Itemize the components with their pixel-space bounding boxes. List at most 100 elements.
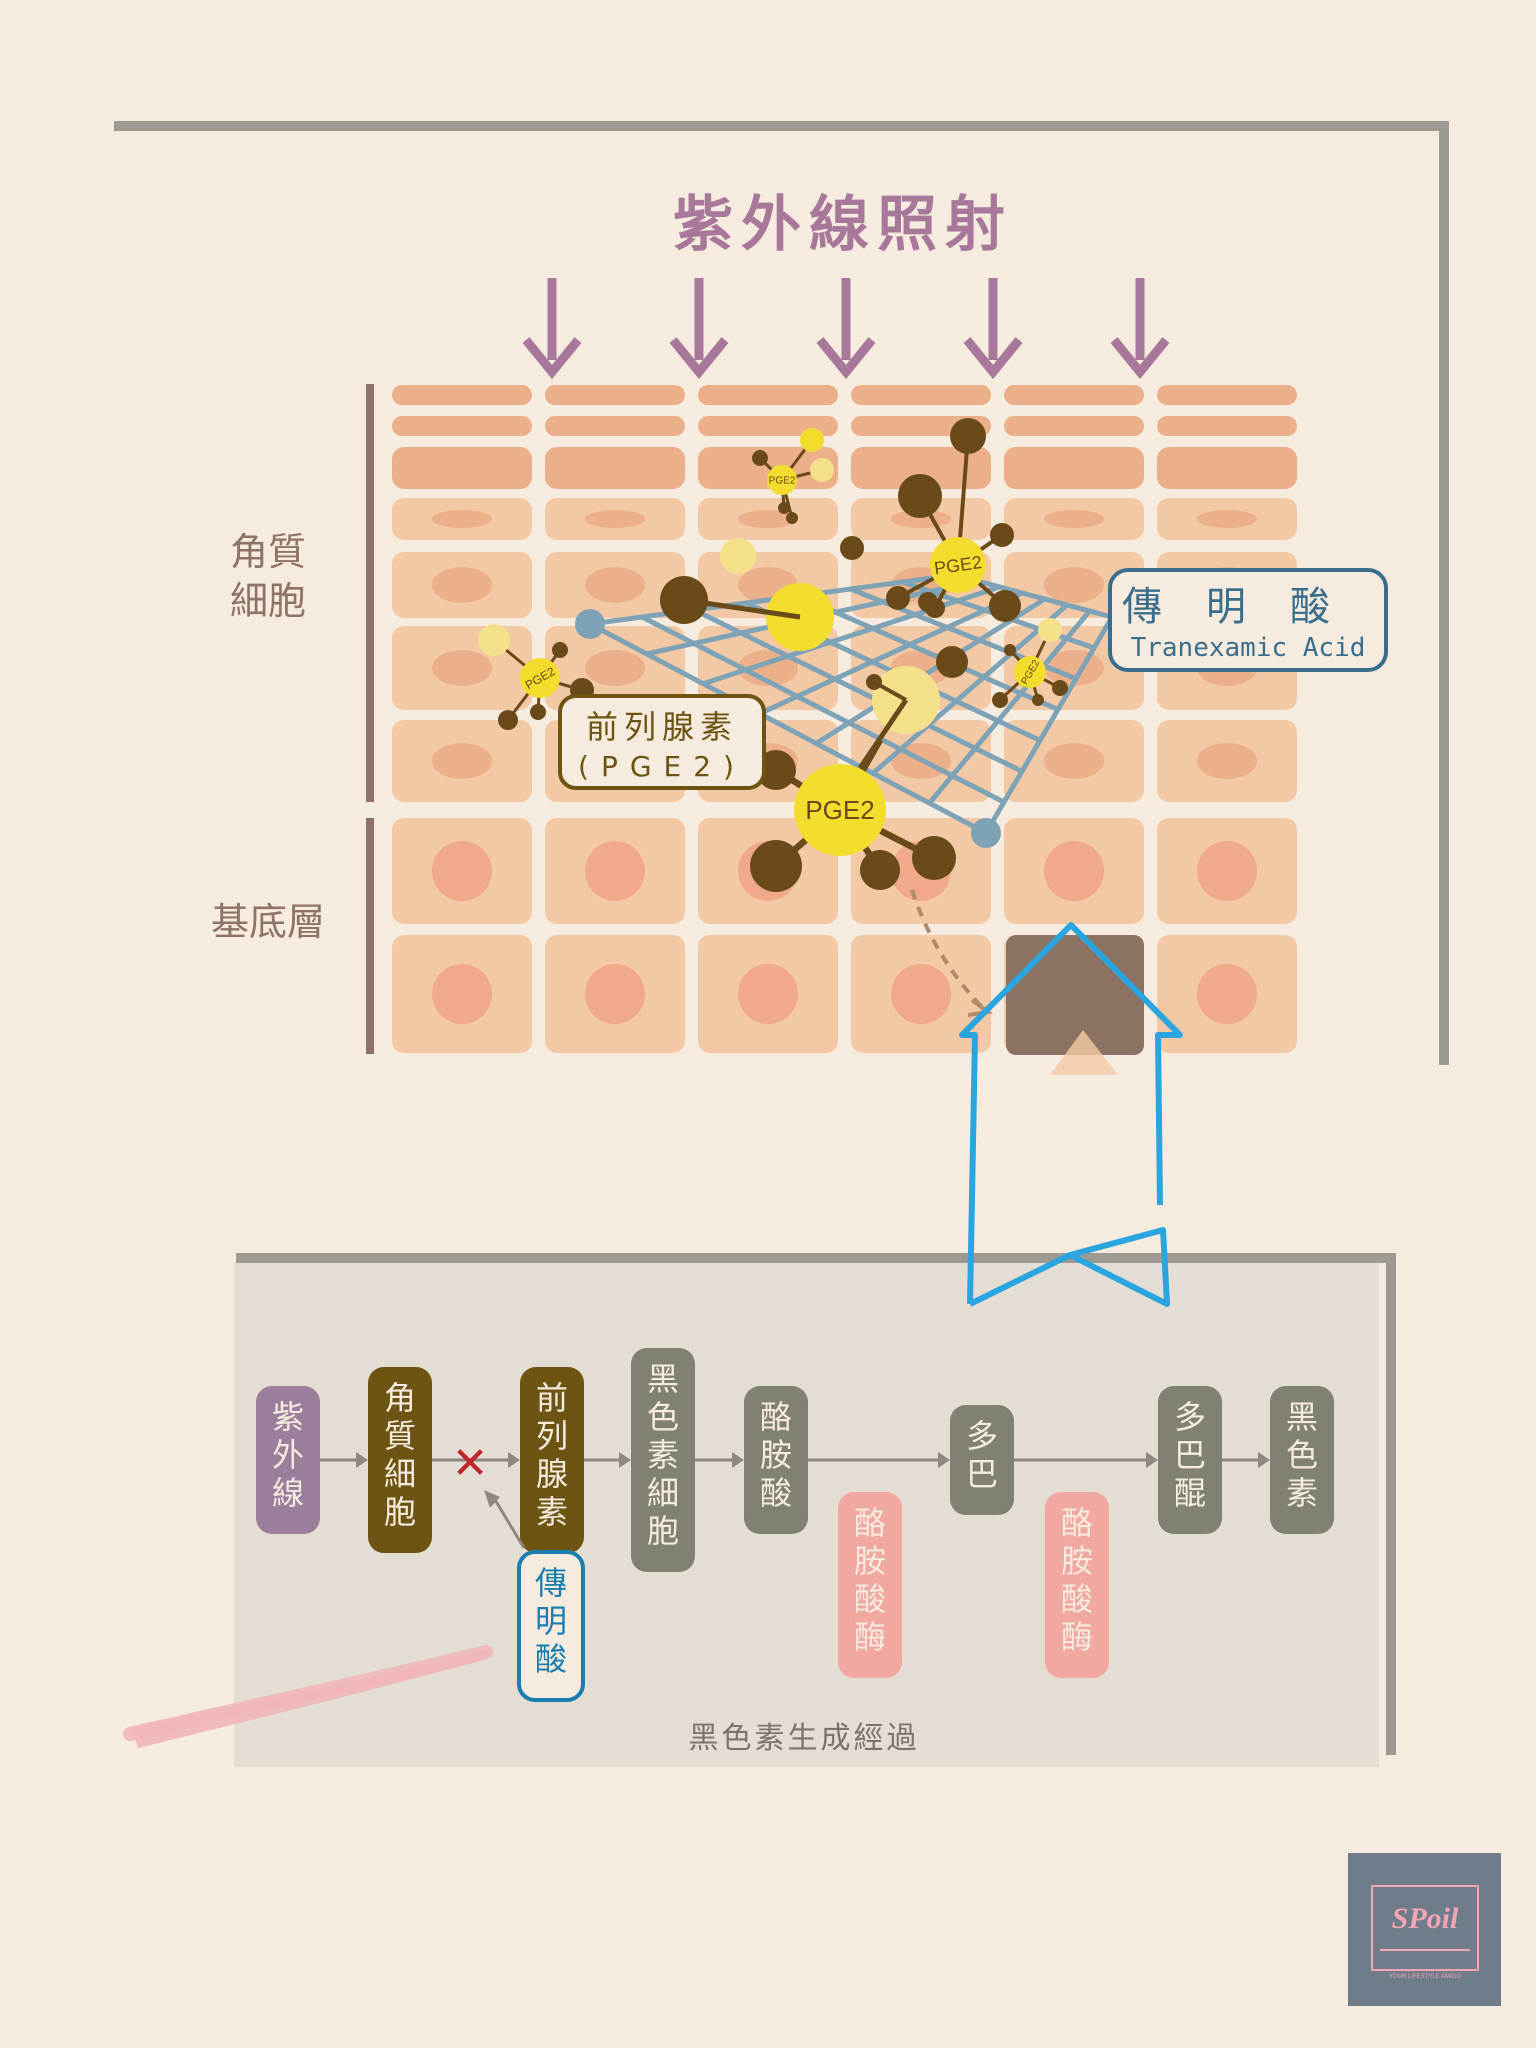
flow-node-dopa-label-char: 多: [966, 1417, 998, 1455]
pink-brush-stroke-core: [123, 1645, 493, 1741]
spoil-logo-text: SPoil: [1392, 1902, 1459, 1935]
molecule-atom: [800, 428, 824, 452]
molecule-core: [767, 465, 797, 495]
flow-node-melanin-label-char: 黑: [1286, 1398, 1318, 1436]
cell-nucleus: [1044, 841, 1104, 901]
stratum-corneum-layer: [698, 416, 838, 436]
cell-nucleus: [432, 743, 492, 779]
molecule-core: [794, 764, 886, 856]
flow-caption: 黑色素生成經過: [689, 1721, 920, 1756]
flow-node-keratinocyte-label-char: 細: [384, 1455, 416, 1493]
flow-node-uv-label-char: 外: [272, 1436, 304, 1474]
molecule-label: PGE2: [805, 795, 874, 825]
molecule-atom: [720, 538, 756, 574]
cell-nucleus: [891, 964, 951, 1024]
flow-node-melanocyte-label-char: 素: [647, 1436, 679, 1474]
flow-arrow-head: [732, 1452, 744, 1468]
pge2-callout-title: 前列腺素: [586, 708, 738, 746]
upper-frame: [114, 121, 1449, 1065]
cell-nucleus: [1197, 510, 1257, 528]
molecule-core: [930, 537, 986, 593]
cell-nucleus: [1197, 841, 1257, 901]
enzyme-label-1-char: 酪: [854, 1504, 886, 1542]
molecule-atom: [752, 450, 768, 466]
net-anchor: [575, 609, 605, 639]
basal-layer-label: 基底層: [211, 900, 325, 944]
molecule-atom: [750, 840, 802, 892]
highlight-arrow: [959, 922, 1183, 1307]
enzyme-box-2: [1045, 1492, 1109, 1678]
net-anchor: [971, 818, 1001, 848]
flow-node-pge2-label-char: 腺: [536, 1455, 568, 1493]
molecule-atom: [918, 592, 938, 612]
stratum-corneum-layer: [698, 385, 838, 405]
melanocyte-notch: [1050, 1030, 1118, 1075]
stratum-corneum-layer: [1157, 447, 1297, 489]
molecule-atom: [990, 523, 1014, 547]
flow-node-melanin-label-char: 色: [1286, 1436, 1318, 1474]
flow-node-uv-label-char: 紫: [272, 1398, 304, 1436]
pge2-callout-box: [558, 694, 766, 790]
flow-node-dopa-label: 多巴: [966, 1417, 998, 1493]
stratum-corneum-layer: [392, 447, 532, 489]
flow-arrow-head: [938, 1452, 950, 1468]
inhibitor-label-char: 傳: [535, 1564, 567, 1602]
enzyme-label-2-char: 酸: [1061, 1580, 1093, 1618]
flow-node-melanocyte-label-char: 色: [647, 1398, 679, 1436]
flow-arrow-head: [619, 1452, 631, 1468]
flow-panel-frame: [236, 1253, 1396, 1755]
molecule-atom: [530, 704, 546, 720]
flow-node-tyrosine-label-char: 酪: [760, 1398, 792, 1436]
uv-arrow-head: [963, 337, 1023, 380]
stratum-corneum-layer: [1004, 416, 1144, 436]
cell-nucleus: [585, 567, 645, 603]
spoil-logo-tagline: YOUR LIFESTYLE AMIGO: [1389, 1974, 1461, 1980]
keratinocyte-bracket: [366, 384, 374, 802]
flow-node-melanin-label-char: 素: [1286, 1474, 1318, 1512]
flow-node-tyrosine-label: 酪胺酸: [760, 1398, 792, 1512]
flow-node-keratinocyte-label-char: 胞: [384, 1493, 416, 1531]
cell-nucleus: [585, 510, 645, 528]
stratum-corneum-layer: [392, 385, 532, 405]
molecule-atom: [1052, 680, 1068, 696]
molecule-atom: [1038, 618, 1062, 642]
flow-node-dopaquinone-label: 多巴醌: [1174, 1398, 1206, 1512]
net-strand: [871, 603, 1069, 776]
molecule-atom: [840, 536, 864, 560]
molecule-atom: [860, 850, 900, 890]
basal-bracket: [366, 818, 374, 1054]
net-strand: [758, 590, 1024, 716]
flow-node-tyrosine-label-char: 胺: [760, 1436, 792, 1474]
flow-node-dopaquinone-box: [1158, 1386, 1222, 1534]
melanocyte-cell: [1006, 935, 1144, 1055]
molecule-atom: [1032, 694, 1044, 706]
molecule-atom: [886, 586, 910, 610]
tranexamic-callout-subtitle: Tranexamic Acid: [1131, 633, 1366, 663]
pge2-molecule: PGE2: [478, 624, 594, 730]
flow-node-melanin-box: [1270, 1386, 1334, 1534]
molecule-core: [520, 658, 560, 698]
flow-node-dopaquinone-label-char: 醌: [1174, 1474, 1206, 1512]
flow-node-pge2-label-char: 列: [536, 1417, 568, 1455]
pge2-molecule: PGE2: [752, 428, 834, 524]
flow-node-uv-label: 紫外線: [272, 1398, 304, 1512]
flow-node-keratinocyte-label-char: 質: [384, 1417, 416, 1455]
flow-node-melanocyte-label-char: 黑: [647, 1360, 679, 1398]
cell-nucleus: [738, 964, 798, 1024]
molecule-atom: [810, 458, 834, 482]
flow-node-uv-box: [256, 1386, 320, 1534]
flow-arrow-head: [356, 1452, 368, 1468]
molecule-atom: [989, 590, 1021, 622]
highlight-arrow-base: [968, 1252, 1072, 1307]
enzyme-label-2-char: 胺: [1061, 1542, 1093, 1580]
stratum-corneum-layer: [545, 416, 685, 436]
molecule-bond: [873, 680, 907, 702]
stratum-corneum-layer: [851, 385, 991, 405]
molecule-atom: [478, 624, 510, 656]
flow-node-dopa-box: [950, 1405, 1014, 1515]
molecule-bond: [857, 698, 909, 770]
net-strand: [814, 596, 1047, 746]
stratum-corneum-layer: [1157, 385, 1297, 405]
cell-nucleus: [738, 510, 798, 528]
